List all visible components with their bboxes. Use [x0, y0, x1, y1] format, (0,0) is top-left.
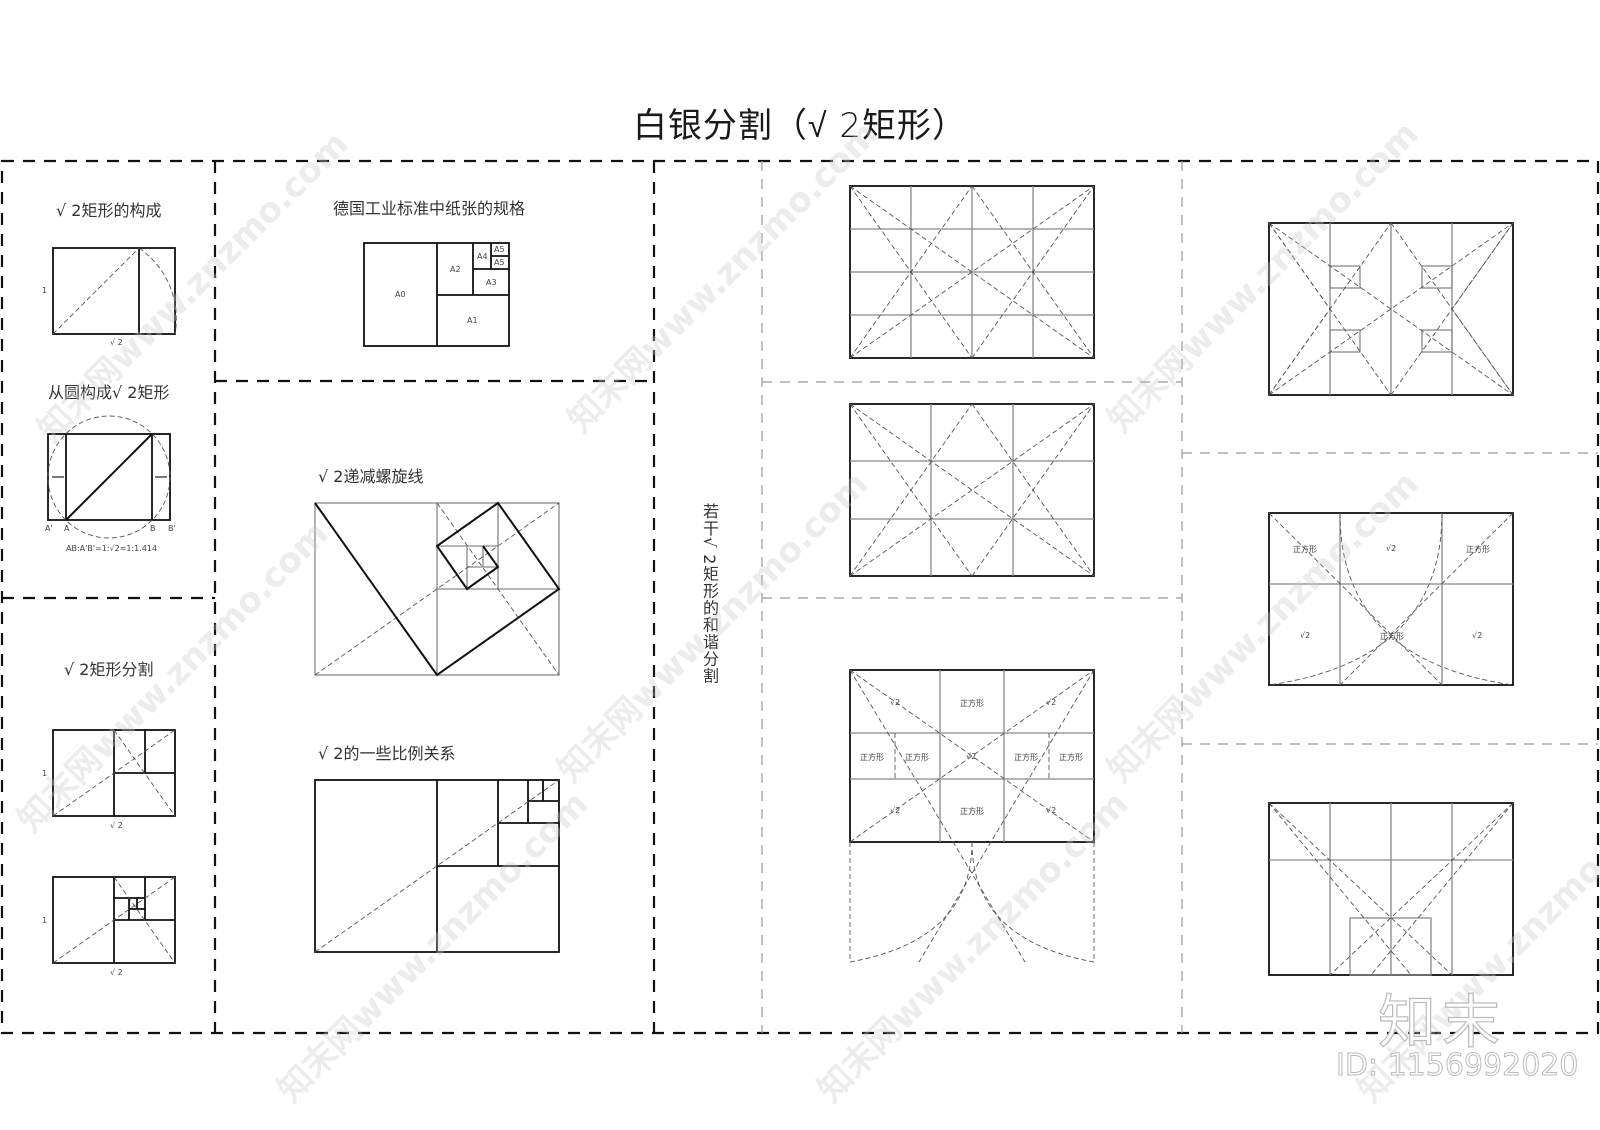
division-figure-1 — [52, 729, 176, 817]
point-a-prime: A' — [45, 524, 53, 533]
grid5-label-sqrt2-bl: √2 — [1300, 631, 1311, 640]
grid3-label-square-top: 正方形 — [960, 699, 984, 708]
division-heading: √ 2矩形分割 — [64, 660, 154, 679]
construction-side-label: 1 — [42, 286, 48, 295]
division-fig1-bottom-label: √ 2 — [110, 821, 123, 830]
division-figure-2 — [52, 876, 176, 964]
grid5-label-square-tr: 正方形 — [1466, 545, 1490, 554]
circle-construction-figure — [47, 415, 171, 539]
grid5-label-square-tl: 正方形 — [1293, 545, 1317, 554]
point-b-prime: B' — [168, 524, 176, 533]
din-paper-heading: 德国工业标准中纸张的规格 — [333, 199, 526, 218]
harmonic-grid-1 — [849, 185, 1095, 359]
harmonic-grid-4 — [1268, 222, 1514, 396]
harmonic-grid-3 — [849, 669, 1095, 963]
size-a4: A4 — [477, 252, 488, 261]
from-circle-heading: 从圆构成√ 2矩形 — [48, 383, 170, 402]
harmonic-vertical-label: 若干√ 2矩形的和谐分割 — [700, 503, 719, 685]
grid3-label-square-l2: 正方形 — [905, 753, 929, 762]
spiral-heading: √ 2递减螺旋线 — [318, 467, 424, 486]
sqrt2-ratios-figure — [314, 779, 560, 953]
construction-bottom-label: √ 2 — [110, 338, 123, 347]
grid5-label-sqrt2-br: √2 — [1472, 631, 1483, 640]
grid3-label-sqrt2-mid: √2 — [966, 752, 977, 761]
grid3-label-sqrt2-tl: √2 — [890, 698, 901, 707]
size-a5-top: A5 — [494, 245, 505, 254]
page-title: 白银分割（√ 2矩形） — [632, 106, 968, 146]
grid3-label-square-r1: 正方形 — [1014, 753, 1038, 762]
grid3-label-square-bottom: 正方形 — [960, 807, 984, 816]
division-fig1-side-label: 1 — [42, 769, 48, 778]
harmonic-grid-5 — [1268, 512, 1514, 686]
size-a5-bottom: A5 — [494, 258, 505, 267]
point-b: B — [150, 524, 156, 533]
construction-heading: √ 2矩形的构成 — [56, 201, 162, 220]
grid3-label-square-l1: 正方形 — [860, 753, 884, 762]
image-id-label: ID: 1156992020 — [1335, 1048, 1579, 1084]
size-a3: A3 — [486, 278, 497, 287]
brand-logo: 知末 — [1377, 987, 1507, 1056]
harmonic-grid-2 — [849, 403, 1095, 577]
sqrt2-construction-figure — [52, 247, 177, 335]
size-a1: A1 — [467, 316, 478, 325]
sqrt2-spiral-figure — [314, 501, 561, 677]
grid3-label-square-r2: 正方形 — [1059, 753, 1083, 762]
harmonic-grid-6 — [1268, 802, 1514, 976]
grid5-label-sqrt2-top: √2 — [1386, 544, 1397, 553]
ratio-formula: AB:A'B'=1:√2≈1:1.414 — [66, 544, 158, 553]
point-a: A — [64, 524, 70, 533]
division-fig2-side-label: 1 — [42, 916, 48, 925]
grid3-label-sqrt2-tr: √2 — [1046, 698, 1057, 707]
grid5-label-square-center: 正方形 — [1380, 632, 1404, 641]
grid3-label-sqrt2-bl: √2 — [890, 806, 901, 815]
size-a0: A0 — [395, 290, 406, 299]
division-fig2-bottom-label: √ 2 — [110, 968, 123, 977]
size-a2: A2 — [450, 265, 461, 274]
din-paper-figure — [363, 242, 510, 347]
ratios-heading: √ 2的一些比例关系 — [318, 744, 456, 763]
grid3-label-sqrt2-br: √2 — [1046, 806, 1057, 815]
section-frames — [0, 159, 1600, 1035]
